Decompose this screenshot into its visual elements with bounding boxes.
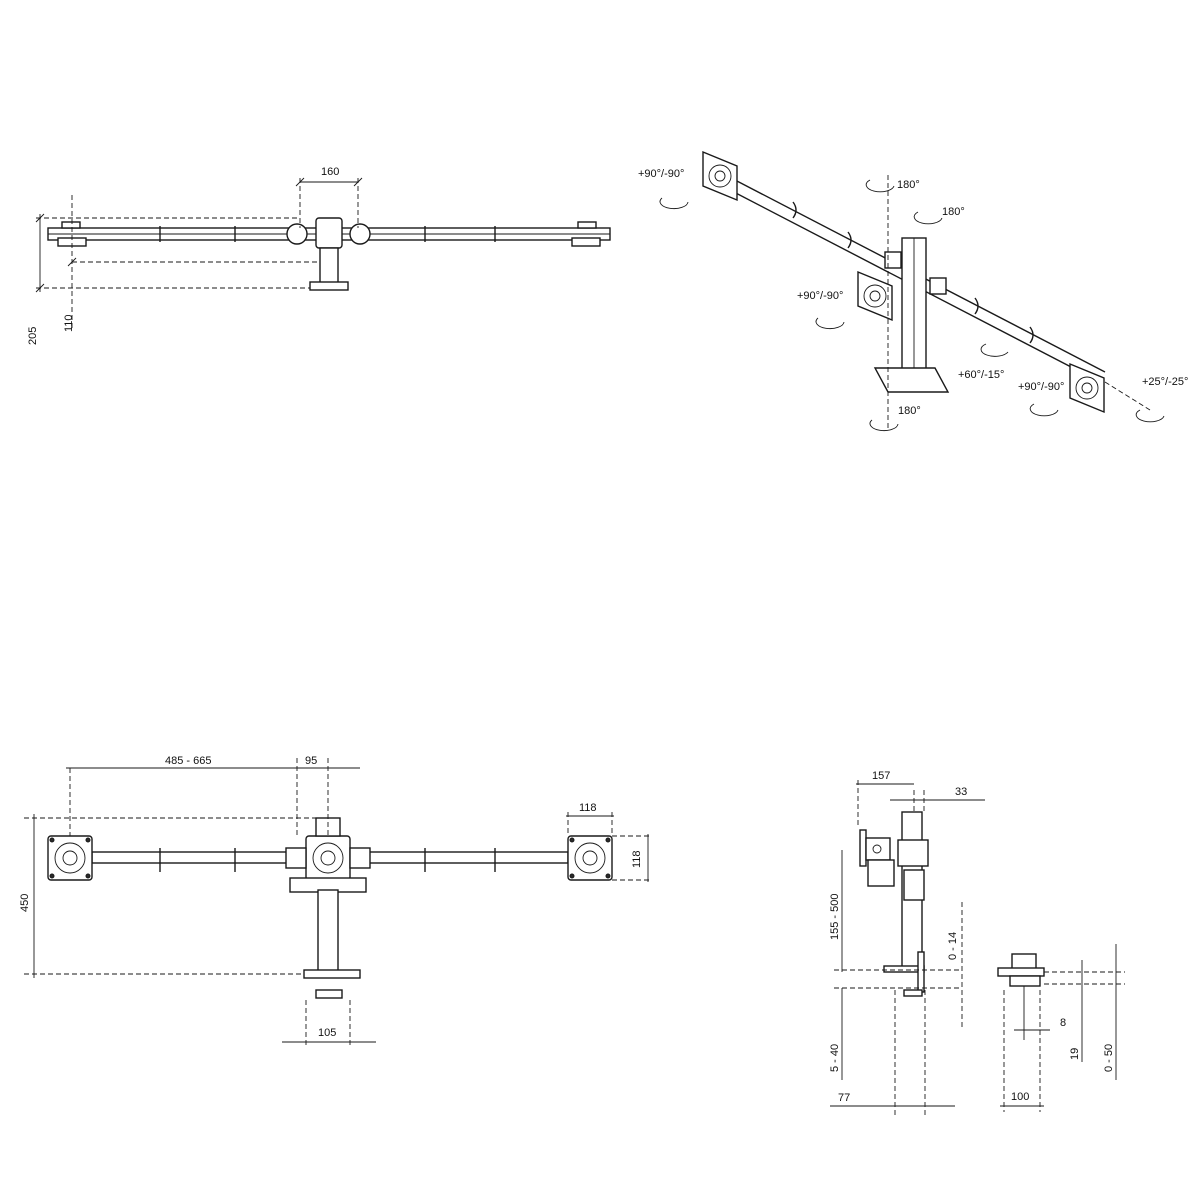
vesa-plate-right-front (567, 835, 613, 881)
iso-view: +90°/-90° 180° 180° +90°/-90° +60°/-15° … (638, 150, 1188, 432)
vesa-plate-right (1069, 362, 1105, 414)
tilt-arrow-icon (980, 343, 1009, 357)
rotate-arrow-icon (913, 211, 943, 225)
vesa-plate-left (47, 835, 93, 881)
dim-width-label: 100 (1011, 1091, 1029, 1103)
dim-range-label: 0 - 50 (1103, 1044, 1115, 1072)
rotate-arrow-icon (869, 419, 899, 432)
dim-height-label: 450 (19, 894, 31, 912)
rot-center-top-label: 180° (897, 179, 920, 191)
dim-plate-label: 8 (1060, 1017, 1066, 1029)
dim-depth-label: 157 (872, 770, 890, 782)
vesa-plate-middle (305, 835, 351, 881)
rot-left-top-label: +90°/-90° (638, 168, 684, 180)
rotate-arrow-icon (865, 179, 895, 193)
vesa-plate-top-left (702, 150, 738, 202)
dim-offset-clamp-label: 19 (1069, 1048, 1081, 1060)
rot-right-top-label: 180° (942, 206, 965, 218)
dim-total-height-label: 205 (27, 327, 39, 345)
dim-arm-range-label: 485 - 665 (165, 755, 211, 767)
rot-bottom-label: 180° (898, 405, 921, 417)
vesa-plate-center (857, 270, 893, 322)
dim-clamp-gap-label: 0 - 14 (947, 932, 959, 960)
support-column (873, 237, 950, 393)
dim-plate-w-label: 118 (579, 802, 597, 814)
top-view: 160 205 110 (27, 166, 611, 345)
tilt-right-label: +25°/-25° (1142, 376, 1188, 388)
tilt-arrow-icon (1135, 409, 1165, 423)
tilt-middle-label: +60°/-15° (958, 369, 1004, 381)
rotate-arrow-icon (659, 197, 689, 210)
dim-offset-label: 160 (321, 166, 339, 178)
dim-plate-h-label: 118 (631, 850, 643, 868)
side-view: 157 33 155 - 500 0 - 14 5 - 40 77 (829, 770, 985, 1115)
dim-lower-height-label: 110 (63, 314, 75, 332)
rot-right-head-label: +90°/-90° (1018, 381, 1064, 393)
rotate-arrow-icon (815, 317, 845, 330)
dim-center-label: 95 (305, 755, 317, 767)
dim-bottom-label: 77 (838, 1092, 850, 1104)
rotate-arrow-icon (1029, 403, 1059, 417)
dim-column-label: 33 (955, 786, 967, 798)
dim-height-range-label: 155 - 500 (829, 894, 841, 940)
clamp-view: 8 19 0 - 50 100 (997, 944, 1125, 1112)
dim-base-label: 105 (318, 1027, 336, 1039)
dim-desk-range-label: 5 - 40 (829, 1044, 841, 1072)
front-view: 485 - 665 95 118 118 450 105 (19, 755, 652, 1048)
rot-center-mid-label: +90°/-90° (797, 290, 843, 302)
